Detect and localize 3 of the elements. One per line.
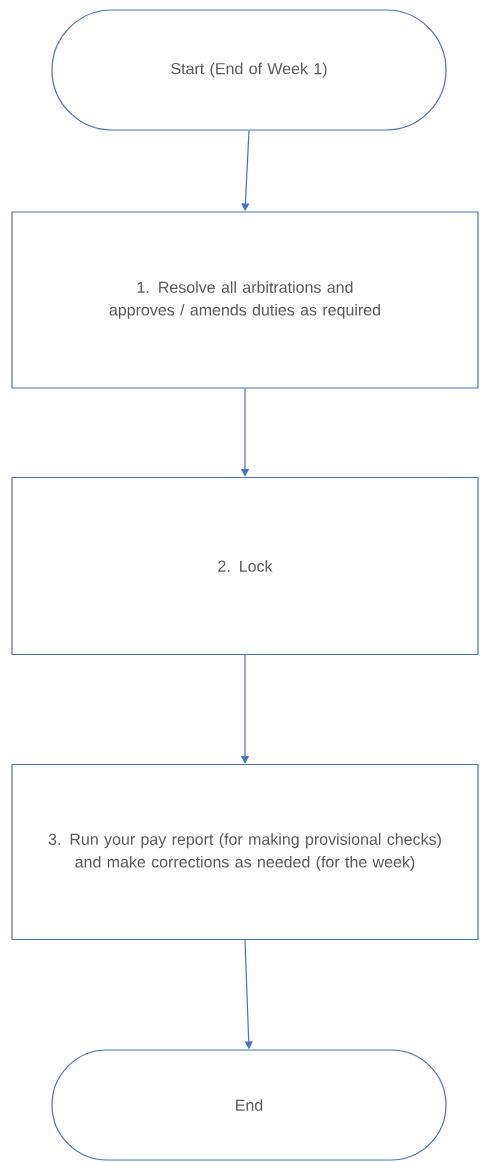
process-box: 1. Resolve all arbitrations and approves / amends duties as required	[11, 211, 479, 389]
process-box: 2. Lock	[11, 476, 479, 656]
process-box: 3. Run your pay report (for making provisional checks) and make corrections as needed (for the week)	[11, 763, 479, 941]
